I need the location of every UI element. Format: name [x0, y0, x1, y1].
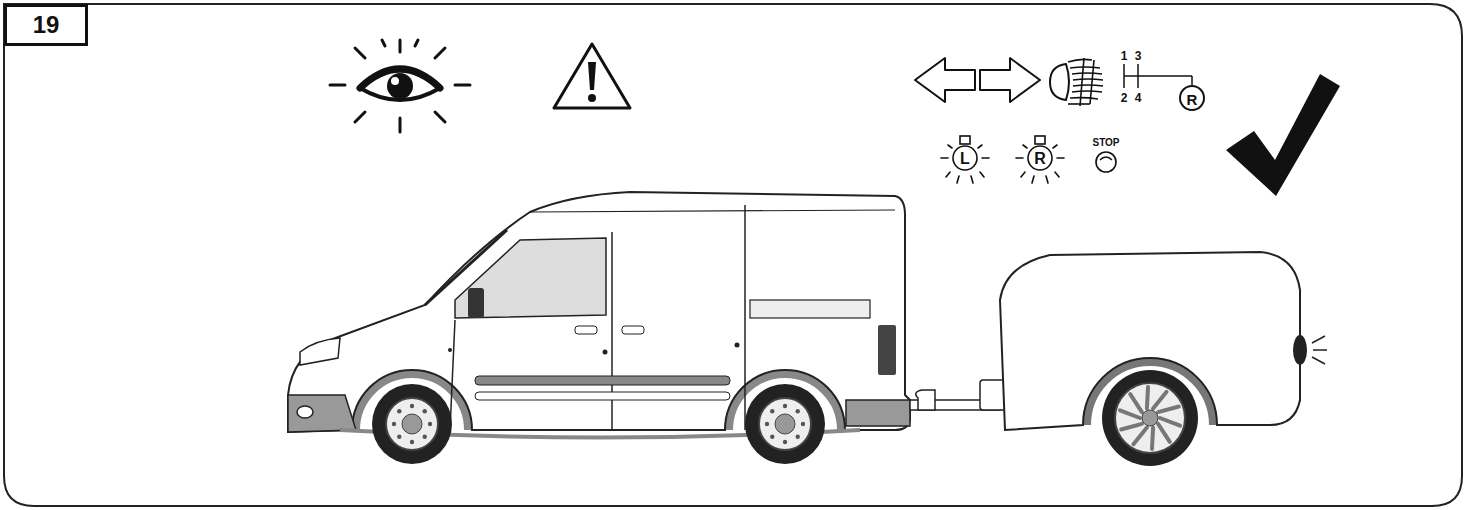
- wheel-hole: [410, 404, 414, 408]
- gear-number: 1: [1121, 50, 1128, 62]
- wheel-hole: [397, 435, 401, 439]
- van: [288, 192, 910, 464]
- warning-triangle: [554, 44, 630, 108]
- reverse-gear-letter: R: [1187, 92, 1198, 107]
- wheel-hole: [397, 409, 401, 413]
- wheel-hole: [783, 440, 787, 444]
- wheel-hole: [428, 422, 432, 426]
- trailer: [910, 252, 1327, 466]
- wheel-hole: [783, 404, 787, 408]
- frame: [4, 4, 1462, 506]
- right-indicator-arrow: [980, 58, 1040, 102]
- wheel-hole: [801, 422, 805, 426]
- stop-lamp-symbol: [1096, 152, 1116, 172]
- lamp-symbols: [941, 136, 1064, 183]
- gear-number: 3: [1135, 50, 1142, 62]
- wheel-spoke: [1158, 407, 1179, 413]
- wheel-spoke: [1160, 418, 1180, 426]
- wheel-hole: [770, 435, 774, 439]
- gear-number: 4: [1135, 92, 1142, 104]
- headlight-symbol: [1050, 58, 1103, 106]
- check-mark: [1226, 74, 1340, 196]
- wheel-hole: [770, 409, 774, 413]
- wheel-spoke: [1147, 387, 1148, 408]
- gear-number: 2: [1121, 92, 1128, 104]
- wheel-hole: [392, 422, 396, 426]
- step-number: 19: [33, 11, 60, 39]
- wheel-spoke: [1152, 428, 1153, 449]
- lamp-letter: R: [1034, 151, 1046, 167]
- wheel-spoke: [1120, 410, 1140, 418]
- wheel-hole: [423, 435, 427, 439]
- wheel-spoke: [1121, 424, 1142, 430]
- wheel-hole: [765, 422, 769, 426]
- left-indicator-arrow: [915, 58, 975, 102]
- wheel-spoke: [1158, 424, 1170, 442]
- wheel-spoke: [1133, 428, 1146, 445]
- wheel-hole: [423, 409, 427, 413]
- lamp-letter: L: [960, 151, 970, 167]
- wheel-spoke: [1153, 392, 1166, 409]
- step-number-box: 19: [4, 4, 88, 46]
- wheel-hole: [796, 409, 800, 413]
- eye-icon: [330, 40, 470, 132]
- gear-pattern: [1124, 64, 1204, 110]
- stop-lamp-text: STOP: [1092, 138, 1119, 148]
- wheel-spoke: [1130, 394, 1142, 412]
- wheel-hole: [410, 440, 414, 444]
- wheel-hole: [796, 435, 800, 439]
